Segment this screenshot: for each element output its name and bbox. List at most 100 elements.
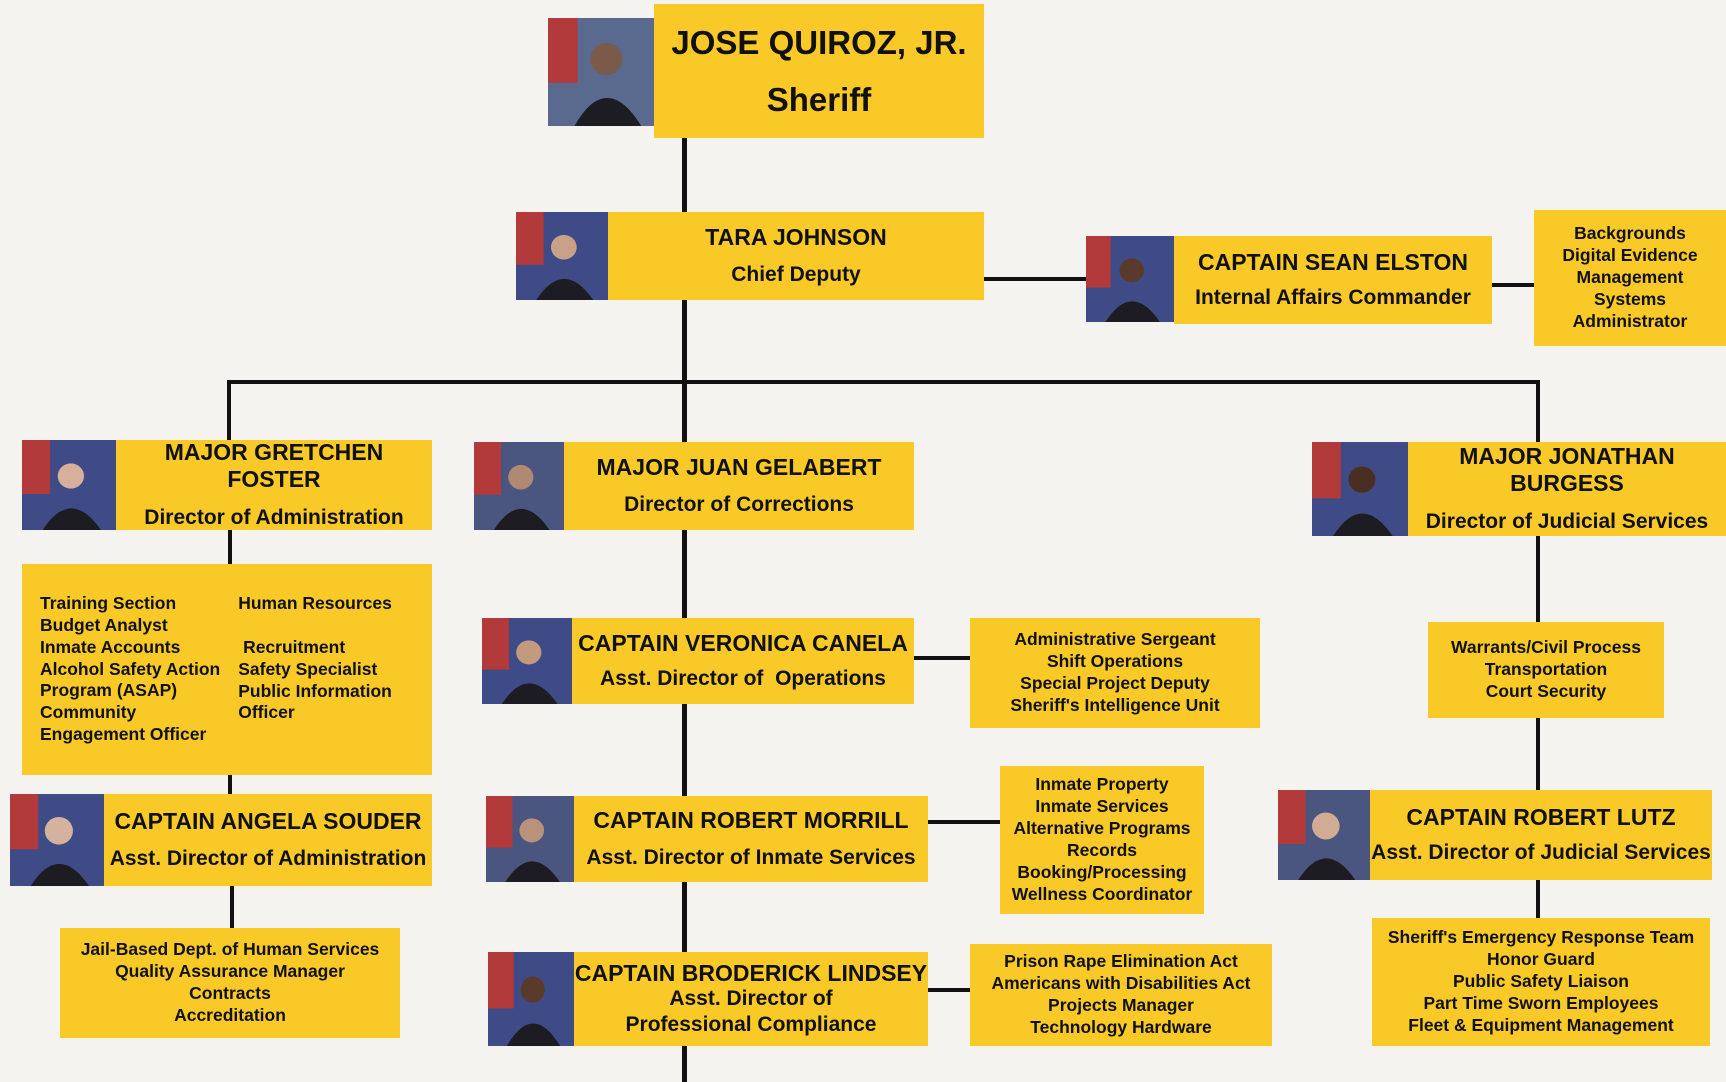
internal-affairs-units: Backgrounds Digital Evidence Management … [1534, 210, 1726, 346]
list-item: Court Security [1485, 680, 1607, 701]
connector-line [928, 820, 1000, 824]
administration-units-left: Training Section Budget Analyst Inmate A… [40, 593, 220, 746]
list-item: Fleet & Equipment Management [1408, 1014, 1674, 1035]
list-item: Warrants/Civil Process [1451, 637, 1641, 658]
admin-asst-name: CAPTAIN ANGELA SOUDER [114, 807, 422, 834]
list-item: Human Resources [238, 592, 392, 613]
connector-line [227, 380, 1540, 384]
operations-box: CAPTAIN VERONICA CANELA Asst. Director o… [572, 618, 914, 704]
corrections-photo [474, 442, 564, 530]
connector-line [230, 886, 234, 928]
connector-line [1536, 380, 1540, 442]
list-item: Part Time Sworn Employees [1423, 992, 1659, 1013]
judicial-title: Director of Judicial Services [1425, 509, 1709, 533]
internal-affairs-title: Internal Affairs Commander [1195, 286, 1471, 310]
admin-asst-title: Asst. Director of Administration [109, 847, 427, 871]
judicial-asst-name: CAPTAIN ROBERT LUTZ [1406, 803, 1676, 830]
judicial-asst-units: Sheriff's Emergency Response Team Honor … [1372, 918, 1710, 1046]
inmate-services-box: CAPTAIN ROBERT MORRILL Asst. Director of… [574, 796, 928, 882]
list-item: Backgrounds [1574, 223, 1686, 244]
list-item: Program (ASAP) [40, 680, 178, 701]
connector-line [1536, 536, 1540, 622]
connector-line [227, 380, 231, 440]
administration-box: MAJOR GRETCHEN FOSTER Director of Admini… [116, 438, 432, 530]
list-item: Booking/Processing [1017, 861, 1187, 882]
list-item: Inmate Services [1035, 796, 1169, 817]
list-item: Records [1066, 840, 1138, 860]
list-item: Systems [1594, 288, 1666, 309]
list-item: Community [40, 702, 137, 723]
inmate-services-photo [486, 796, 574, 882]
list-item: Shift Operations [1046, 651, 1184, 672]
chief-deputy-title: Chief Deputy [731, 263, 861, 287]
judicial-asst-photo [1278, 790, 1370, 880]
list-item: Budget Analyst [40, 614, 168, 635]
list-item: Wellness Coordinator [1011, 883, 1193, 904]
list-item: Technology Hardware [1030, 1016, 1212, 1037]
compliance-title-line2: Professional Compliance [625, 1012, 877, 1036]
compliance-units: Prison Rape Elimination Act Americans wi… [970, 944, 1272, 1046]
internal-affairs-box: CAPTAIN SEAN ELSTON Internal Affairs Com… [1174, 236, 1492, 324]
judicial-asst-box: CAPTAIN ROBERT LUTZ Asst. Director of Ju… [1370, 790, 1712, 880]
operations-title: Asst. Director of Operations [600, 667, 886, 691]
connector-line [928, 988, 970, 992]
list-item: Prison Rape Elimination Act [1004, 951, 1238, 972]
sheriff-title: Sheriff [766, 81, 872, 118]
compliance-title-line1: Asst. Director of [669, 987, 833, 1011]
list-item: Transportation [1484, 659, 1608, 680]
list-item: Quality Assurance Manager [115, 961, 345, 982]
corrections-title: Director of Corrections [624, 493, 854, 517]
operations-units: Administrative Sergeant Shift Operations… [970, 618, 1260, 728]
list-item: Digital Evidence [1562, 245, 1698, 266]
admin-asst-photo [10, 794, 104, 886]
judicial-box: MAJOR JONATHAN BURGESS Director of Judic… [1408, 442, 1726, 536]
sheriff-box: JOSE QUIROZ, JR. Sheriff [654, 4, 984, 138]
chief-deputy-box: TARA JOHNSON Chief Deputy [608, 212, 984, 300]
list-item: Sheriff's Emergency Response Team [1387, 927, 1695, 948]
list-item: Alcohol Safety Action [40, 658, 221, 679]
internal-affairs-name: CAPTAIN SEAN ELSTON [1197, 248, 1469, 275]
connector-line [1536, 880, 1540, 918]
chief-deputy-photo [516, 212, 608, 300]
compliance-box: CAPTAIN BRODERICK LINDSEY Asst. Director… [574, 952, 928, 1046]
connector-line [914, 656, 970, 660]
list-item: Contracts [189, 983, 271, 1003]
list-item: Management [1576, 267, 1684, 288]
list-item: Projects Manager [1048, 995, 1194, 1015]
list-item: Inmate Property [1035, 774, 1169, 795]
list-item: Inmate Accounts [40, 636, 181, 657]
sheriff-name: JOSE QUIROZ, JR. [671, 23, 967, 61]
sheriff-photo [548, 18, 654, 126]
internal-affairs-photo [1086, 236, 1174, 322]
list-item: Engagement Officer [40, 724, 207, 745]
judicial-asst-title: Asst. Director of Judicial Services [1371, 841, 1711, 865]
administration-units-right: Human Resources Recruitment Safety Speci… [238, 593, 392, 746]
list-item: Administrator [1572, 310, 1688, 331]
list-item: Accreditation [174, 1004, 286, 1025]
operations-photo [482, 618, 572, 704]
list-item: Recruitment [238, 636, 346, 657]
connector-line [682, 136, 687, 212]
list-item: Officer [238, 702, 295, 723]
administration-units: Training Section Budget Analyst Inmate A… [22, 564, 432, 775]
connector-line [982, 277, 1088, 281]
list-item: Jail-Based Dept. of Human Services [80, 939, 380, 960]
administration-name: MAJOR GRETCHEN FOSTER [164, 438, 384, 493]
list-item: Honor Guard [1487, 949, 1595, 970]
inmate-services-title: Asst. Director of Inmate Services [586, 846, 916, 870]
list-item: Safety Specialist [238, 658, 378, 679]
connector-line [1492, 283, 1534, 287]
list-item: Public Information [238, 680, 392, 701]
administration-title: Director of Administration [144, 505, 404, 529]
list-item: Administrative Sergeant [1014, 629, 1216, 650]
corrections-name: MAJOR JUAN GELABERT [596, 453, 882, 480]
list-item: Training Section [40, 592, 177, 613]
list-item [238, 615, 392, 637]
judicial-name: MAJOR JONATHAN BURGESS [1459, 442, 1675, 497]
list-item: Public Safety Liaison [1452, 971, 1630, 992]
corrections-box: MAJOR JUAN GELABERT Director of Correcti… [564, 442, 914, 530]
judicial-photo [1312, 442, 1408, 536]
inmate-services-units: Inmate Property Inmate Services Alternat… [1000, 766, 1204, 914]
admin-asst-box: CAPTAIN ANGELA SOUDER Asst. Director of … [104, 794, 432, 886]
list-item: Special Project Deputy [1020, 673, 1210, 693]
